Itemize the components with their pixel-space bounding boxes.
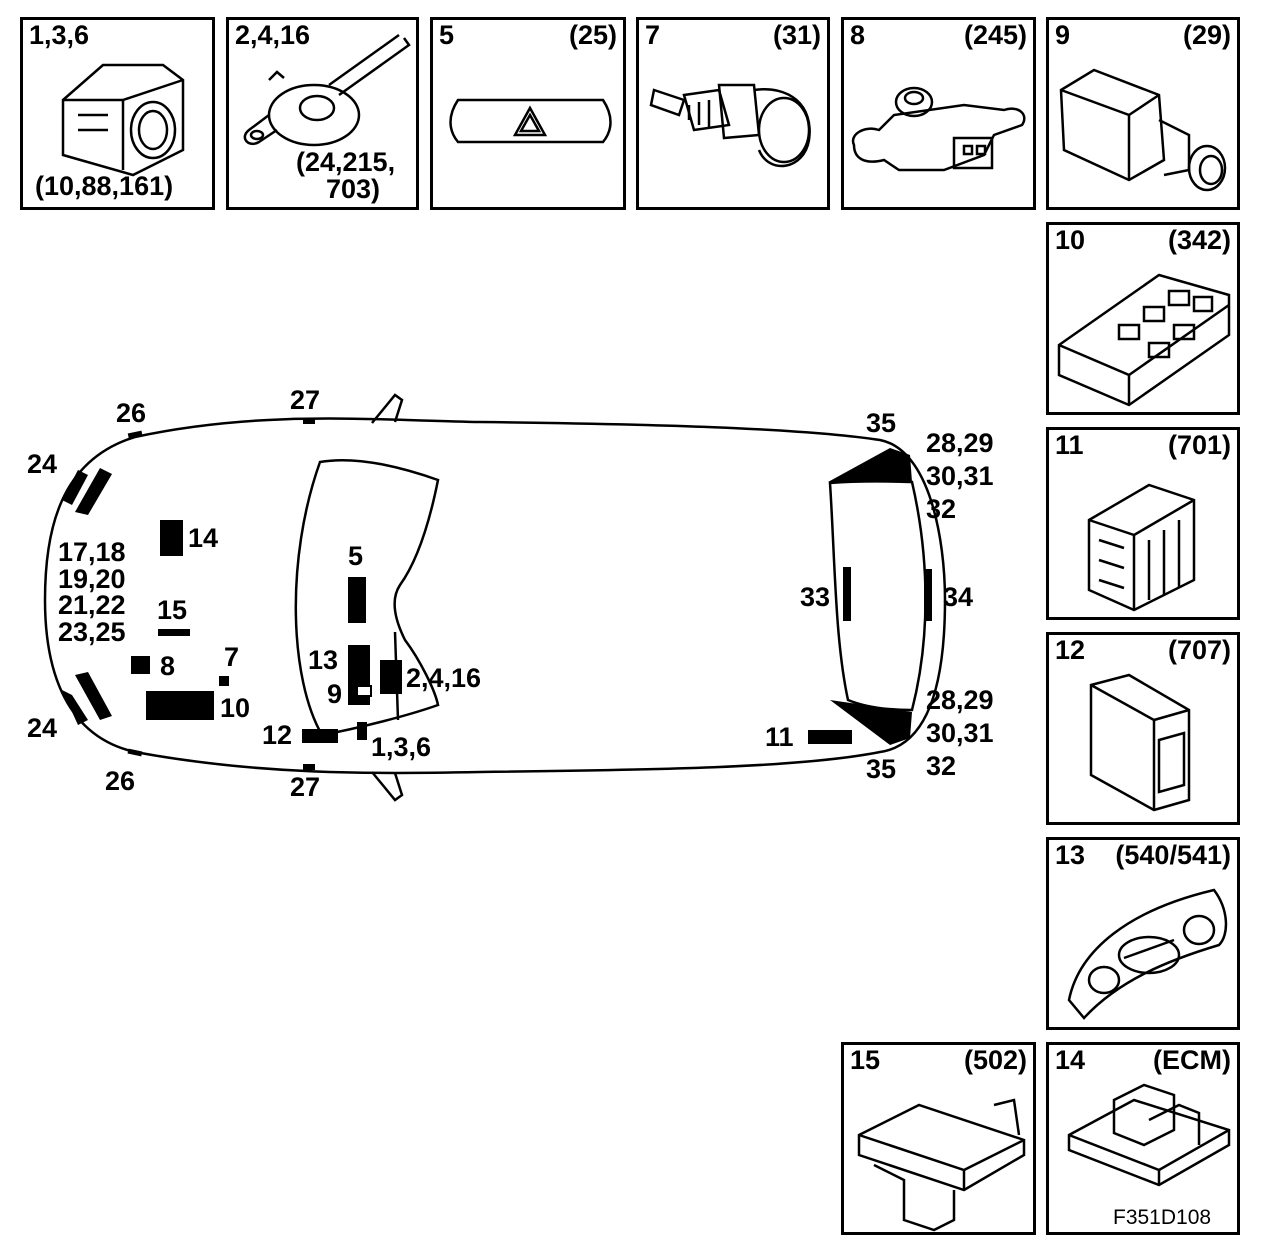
airbag-module-icon [857, 1098, 1026, 1232]
position-sensor-icon [851, 86, 1026, 172]
label-10: 10 [220, 693, 251, 723]
label-7: 7 [224, 642, 240, 672]
label-28-29-top: 28,29 [926, 428, 994, 458]
part-box-13: 13 (540/541) [1046, 837, 1240, 1030]
part-code: (707) [1167, 635, 1231, 665]
part-number: 7 [645, 20, 661, 50]
part-number: 14 [1055, 1045, 1086, 1075]
label-17-18: 17,18 [58, 537, 126, 567]
hazard-switch-icon [449, 98, 612, 144]
part-box-1-3-6: 1,3,6 (10,88,161) [20, 17, 215, 210]
label-32-top: 32 [926, 494, 957, 524]
label-11: 11 [765, 722, 794, 752]
part-box-2-4-16: 2,4,16 (24,215, 703) [226, 17, 419, 210]
label-15: 15 [157, 595, 188, 625]
switch-knob-icon [1059, 68, 1227, 192]
label-9: 9 [327, 679, 343, 709]
label-35-bottom: 35 [866, 754, 897, 784]
part-number: 13 [1055, 840, 1086, 870]
sensor-icon [649, 83, 811, 168]
ecm-icon [1067, 1083, 1231, 1187]
part-box-8: 8 (245) [841, 17, 1036, 210]
part-number: 10 [1055, 225, 1086, 255]
part-number: 11 [1055, 430, 1084, 460]
module-box-icon [1089, 673, 1191, 812]
part-box-5: 5 (25) [430, 17, 626, 210]
label-5: 5 [348, 541, 364, 571]
part-code: (342) [1167, 225, 1231, 255]
label-21-22: 21,22 [58, 590, 126, 620]
switch-icon [61, 63, 185, 177]
part-number: 5 [439, 20, 455, 50]
part-number: 1,3,6 [29, 20, 90, 50]
label-26-top: 26 [116, 398, 147, 428]
label-28-29-bottom: 28,29 [926, 685, 994, 715]
part-code: (10,88,161) [35, 171, 174, 201]
stalk-switch-icon [243, 33, 411, 147]
part-number: 2,4,16 [235, 20, 311, 50]
part-box-9: 9 (29) [1046, 17, 1240, 210]
label-34: 34 [943, 582, 974, 612]
part-box-11: 11 (701) [1046, 427, 1240, 620]
part-box-12: 12 (707) [1046, 632, 1240, 825]
part-code: (31) [772, 20, 821, 50]
part-code-cont: 703) [326, 174, 381, 204]
part-code: (701) [1167, 430, 1231, 460]
part-code: (245) [963, 20, 1027, 50]
label-14: 14 [188, 523, 219, 553]
label-30-31-top: 30,31 [926, 461, 994, 491]
part-code: (25) [568, 20, 617, 50]
part-code: (540/541) [1115, 840, 1231, 870]
label-27-bottom: 27 [290, 772, 321, 802]
label-33: 33 [800, 582, 831, 612]
part-box-10: 10 (342) [1046, 222, 1240, 415]
part-box-14: 14 (ECM) F351D108 [1046, 1042, 1240, 1235]
figure-reference: F351D108 [1113, 1206, 1212, 1229]
part-code: (24,215, [296, 147, 396, 177]
label-24-bottom: 24 [27, 713, 58, 743]
label-8: 8 [160, 651, 176, 681]
label-2-4-16: 2,4,16 [406, 663, 482, 693]
label-27-top: 27 [290, 385, 321, 415]
part-number: 12 [1055, 635, 1086, 665]
label-12: 12 [262, 720, 293, 750]
instrument-cluster-icon [1067, 888, 1228, 1020]
label-35-top: 35 [866, 408, 897, 438]
part-number: 9 [1055, 20, 1071, 50]
part-code: (502) [963, 1045, 1027, 1075]
part-code: (ECM) [1153, 1045, 1231, 1075]
label-32-bottom: 32 [926, 751, 957, 781]
label-30-31-bottom: 30,31 [926, 718, 994, 748]
fuse-box-icon [1057, 273, 1231, 407]
label-26-bottom: 26 [105, 766, 136, 796]
part-box-7: 7 (31) [636, 17, 830, 210]
label-23-25: 23,25 [58, 617, 126, 647]
part-number: 8 [850, 20, 866, 50]
part-box-15: 15 (502) [841, 1042, 1036, 1235]
label-24-top: 24 [27, 449, 58, 479]
label-13: 13 [308, 645, 339, 675]
part-number: 15 [850, 1045, 881, 1075]
label-1-3-6: 1,3,6 [371, 732, 432, 762]
control-module-icon [1087, 483, 1196, 612]
label-19-20: 19,20 [58, 564, 126, 594]
part-code: (29) [1182, 20, 1231, 50]
